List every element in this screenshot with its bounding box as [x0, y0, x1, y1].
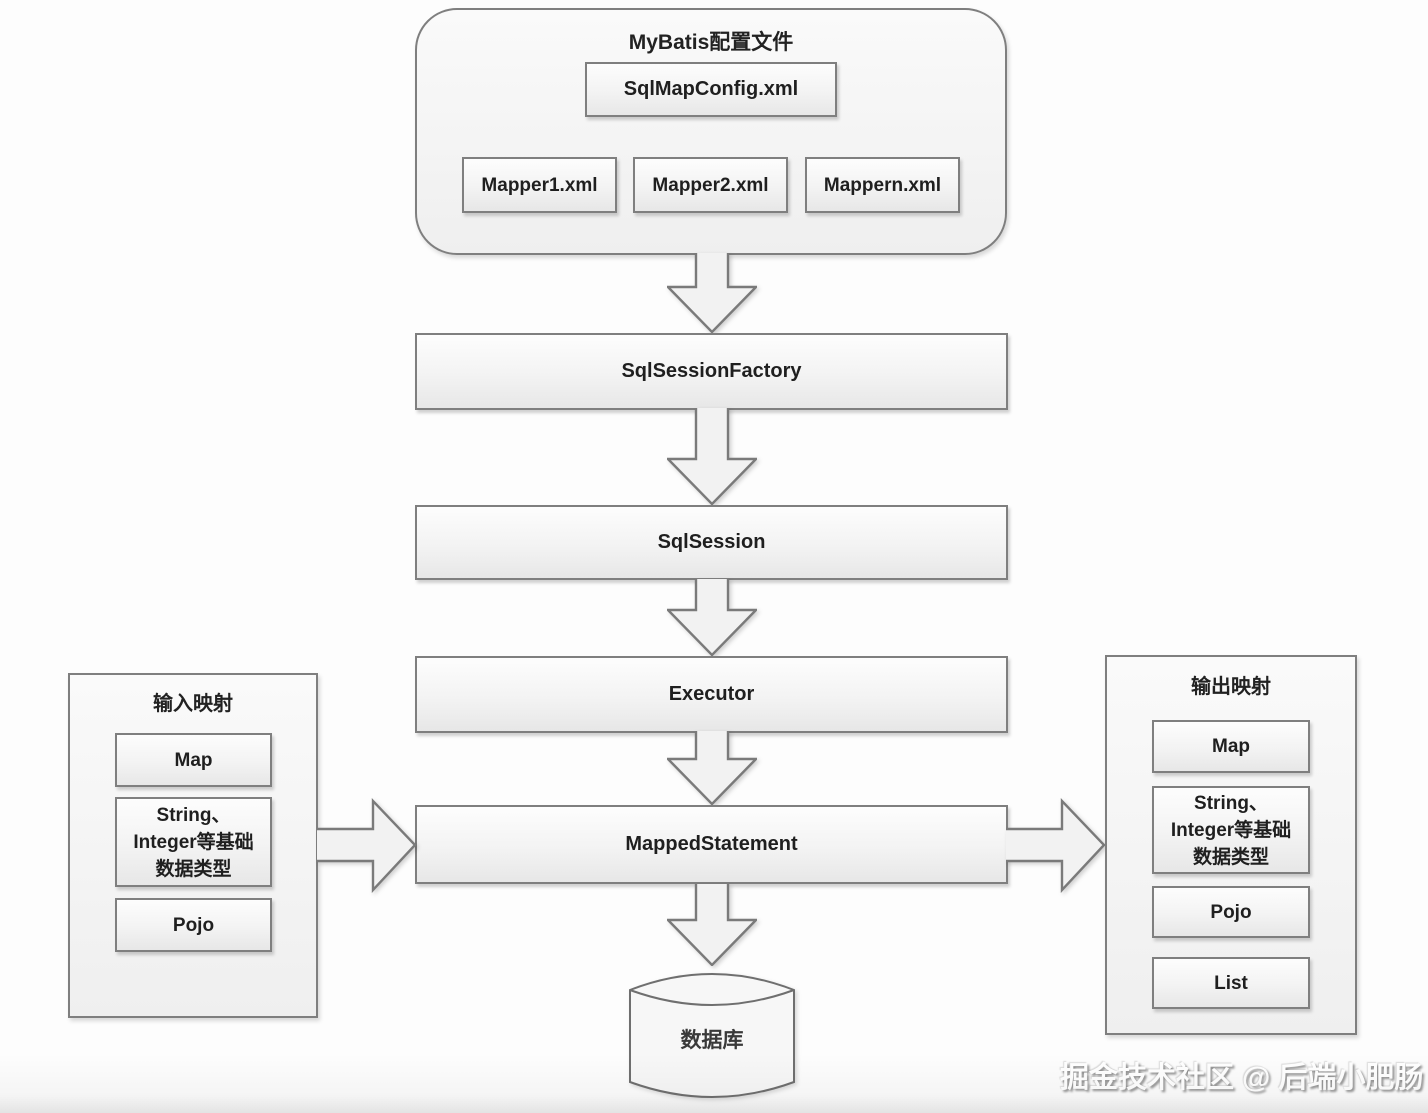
mapper1-xml-box: Mapper1.xml — [462, 157, 617, 213]
config-container: MyBatis配置文件 SqlMapConfig.xml Mapper1.xml… — [415, 8, 1007, 255]
output-pojo-box: Pojo — [1152, 886, 1310, 938]
arrow-mappedstatement-to-database-icon — [667, 884, 757, 966]
mapper2-xml-label: Mapper2.xml — [652, 174, 769, 196]
input-map-label: Map — [174, 749, 213, 771]
executor-node: Executor — [415, 656, 1008, 733]
database-cylinder-icon — [629, 973, 795, 1098]
sqlsessionfactory-label: SqlSessionFactory — [621, 360, 802, 382]
output-basic-types-line: 数据类型 — [1192, 846, 1269, 868]
input-basic-types-line: String、 — [156, 804, 231, 826]
input-pojo-label: Pojo — [172, 914, 215, 936]
input-mapping-container: 输入映射 Map String、 Integer等基础 数据类型 Pojo — [68, 673, 318, 1018]
mapper1-xml-label: Mapper1.xml — [481, 174, 598, 196]
bottom-fade-strip — [0, 1053, 1428, 1113]
output-basic-types-line: Integer等基础 — [1170, 819, 1292, 841]
mappedstatement-node: MappedStatement — [415, 805, 1008, 884]
arrow-mappedstatement-to-output-icon — [1006, 798, 1106, 893]
output-mapping-title: 输出映射 — [1191, 676, 1271, 698]
arrow-config-to-factory-icon — [667, 253, 757, 333]
output-map-box: Map — [1152, 720, 1310, 773]
output-basic-types-line: String、 — [1194, 792, 1268, 814]
input-basic-types-line: 数据类型 — [155, 858, 232, 880]
mapper2-xml-box: Mapper2.xml — [633, 157, 788, 213]
output-mapping-container: 输出映射 Map String、 Integer等基础 数据类型 Pojo Li… — [1105, 655, 1357, 1035]
arrow-factory-to-session-icon — [667, 408, 757, 505]
output-list-label: List — [1214, 972, 1248, 994]
sqlmapconfig-label: SqlMapConfig.xml — [623, 78, 799, 100]
sqlsession-node: SqlSession — [415, 505, 1008, 580]
mappern-xml-box: Mappern.xml — [805, 157, 960, 213]
sqlmapconfig-box: SqlMapConfig.xml — [585, 62, 837, 117]
watermark-text: 掘金技术社区 @ 后端小肥肠 — [1060, 1054, 1423, 1096]
executor-label: Executor — [668, 683, 755, 705]
input-map-box: Map — [115, 733, 272, 787]
input-basic-types-line: Integer等基础 — [133, 831, 254, 853]
arrow-session-to-executor-icon — [667, 579, 757, 656]
output-basic-types-box: String、 Integer等基础 数据类型 — [1152, 786, 1310, 874]
config-container-title: MyBatis配置文件 — [628, 31, 794, 54]
input-mapping-title: 输入映射 — [153, 693, 233, 715]
output-map-label: Map — [1212, 736, 1250, 757]
output-list-box: List — [1152, 957, 1310, 1009]
arrow-executor-to-mappedstatement-icon — [667, 731, 757, 805]
sqlsessionfactory-node: SqlSessionFactory — [415, 333, 1008, 410]
sqlsession-label: SqlSession — [657, 531, 766, 553]
input-basic-types-box: String、 Integer等基础 数据类型 — [115, 797, 272, 887]
output-pojo-label: Pojo — [1210, 901, 1252, 923]
input-pojo-box: Pojo — [115, 898, 272, 952]
arrow-input-to-mappedstatement-icon — [317, 798, 417, 893]
mappern-xml-label: Mappern.xml — [823, 174, 942, 196]
database-label: 数据库 — [680, 1029, 744, 1052]
mappedstatement-label: MappedStatement — [625, 833, 798, 855]
